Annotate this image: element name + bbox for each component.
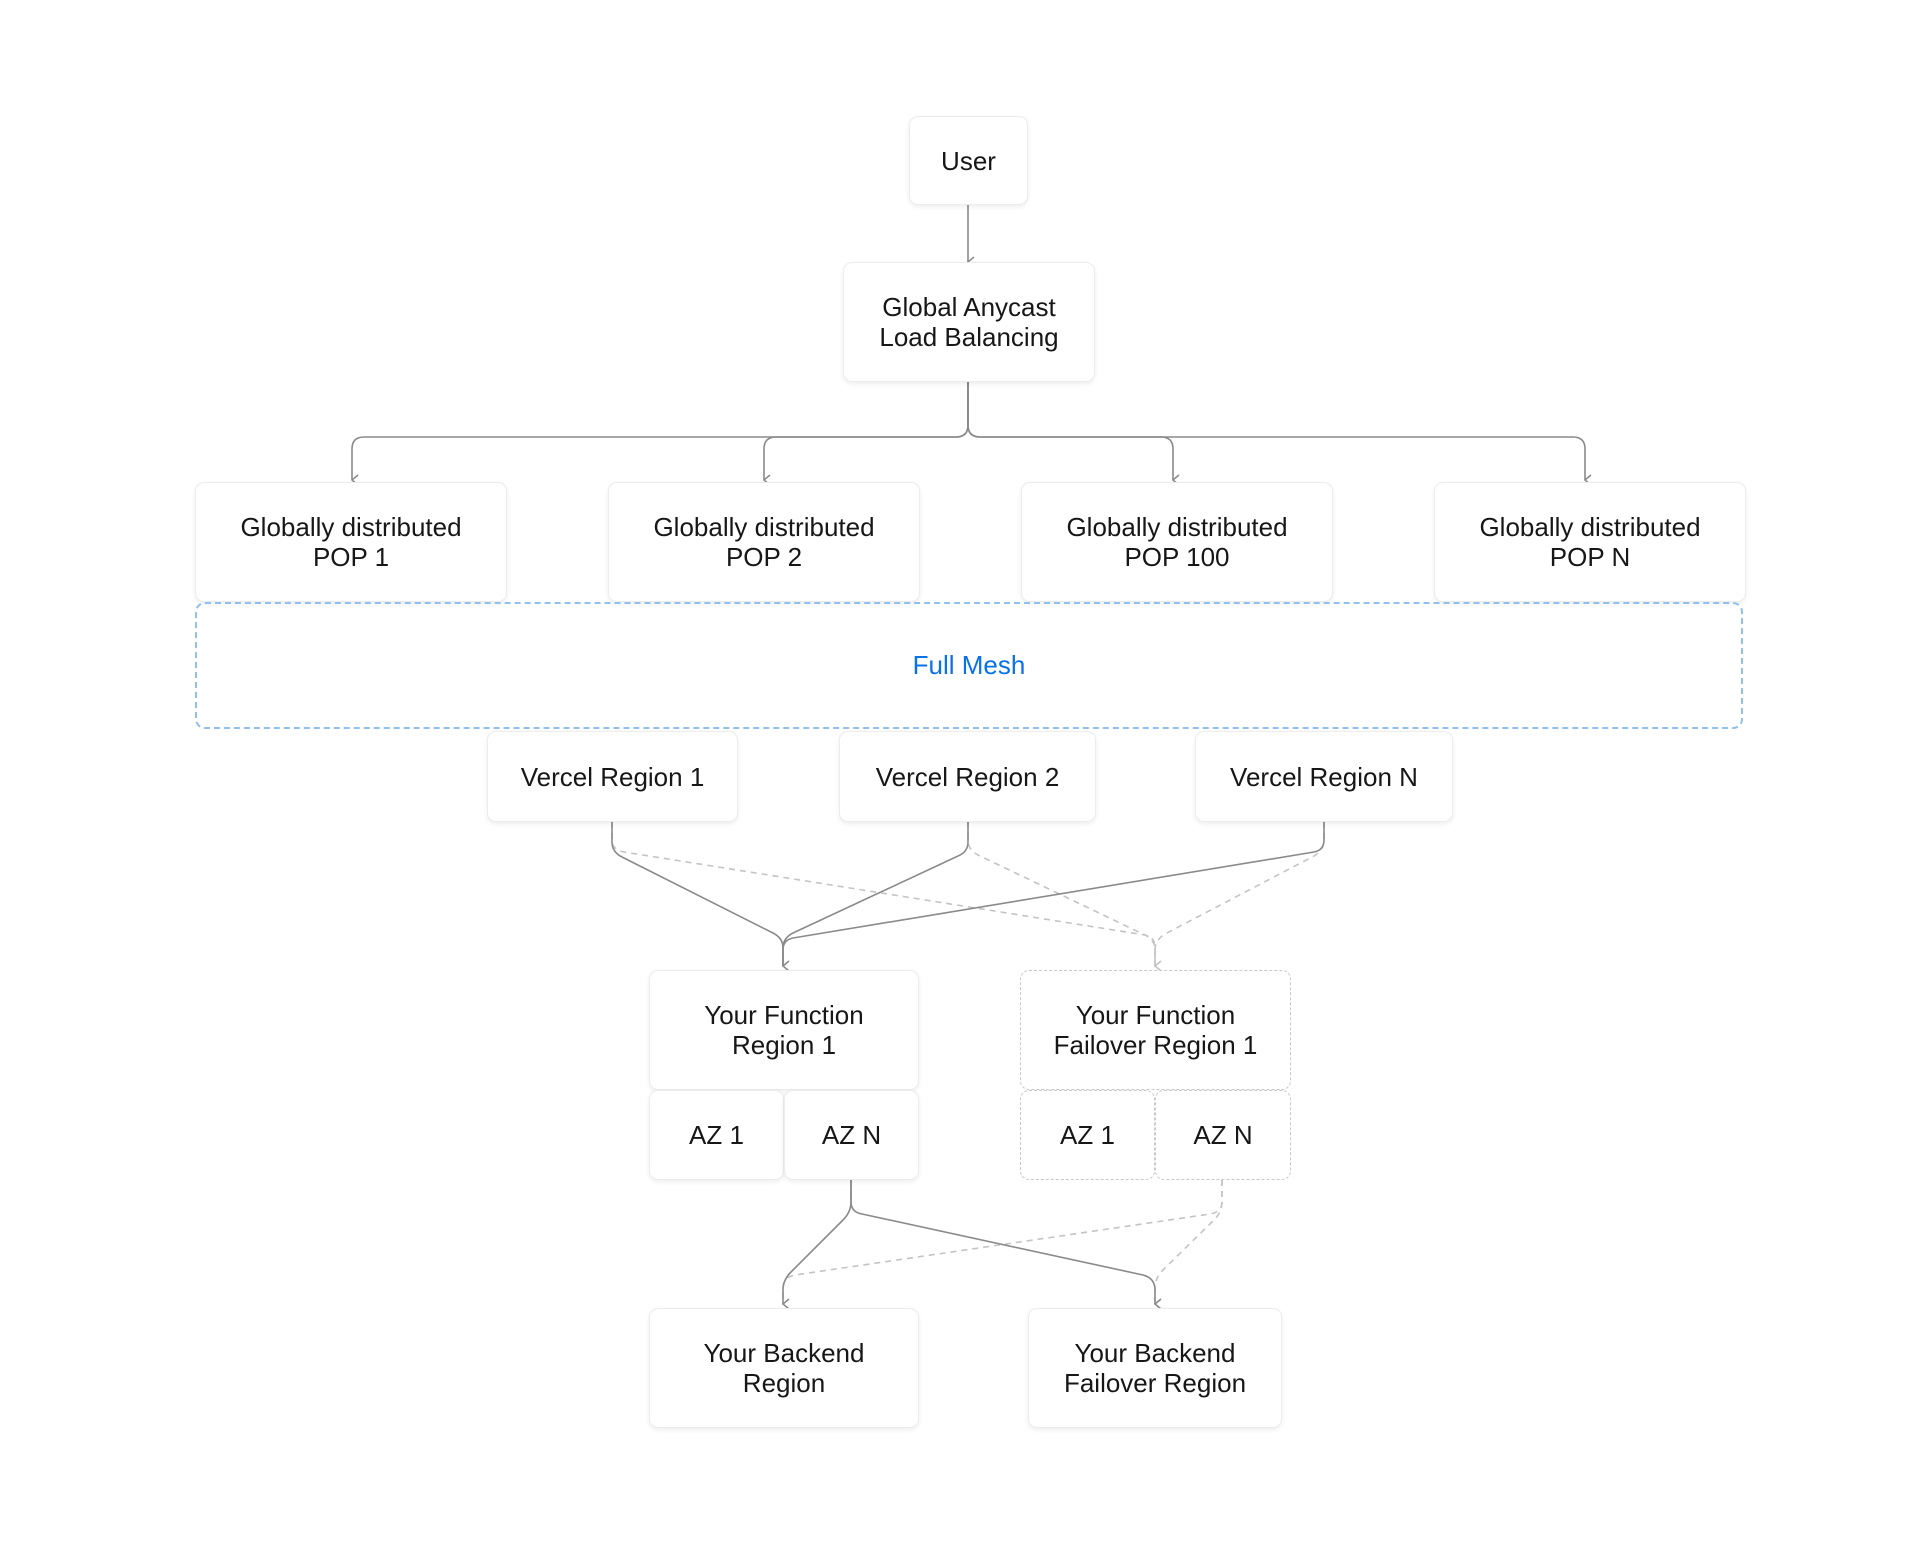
pop-node-100: Globally distributed POP 100 xyxy=(1021,482,1333,602)
anycast-label-line2: Load Balancing xyxy=(879,322,1059,352)
function-failover-node: Your Function Failover Region 1 xyxy=(1020,970,1291,1090)
connector-region1-function xyxy=(611,822,790,972)
function-az-n: AZ N xyxy=(784,1090,919,1180)
backend-failover-node: Your Backend Failover Region xyxy=(1028,1308,1282,1428)
connector-anycast-popn xyxy=(967,382,1592,486)
failover-az-1: AZ 1 xyxy=(1020,1090,1155,1180)
connector-regionn-failover xyxy=(1154,822,1325,966)
backend-failover-label-line1: Your Backend xyxy=(1074,1338,1236,1368)
pop-2-label-line2: POP 2 xyxy=(725,542,803,572)
pop-100-label-line1: Globally distributed xyxy=(1066,512,1288,542)
vercel-region-2: Vercel Region 2 xyxy=(839,731,1096,822)
failover-az-n-label: AZ N xyxy=(1193,1120,1253,1150)
pop-n-label-line1: Globally distributed xyxy=(1479,512,1701,542)
pop-100-label-line2: POP 100 xyxy=(1124,542,1230,572)
anycast-node: Global Anycast Load Balancing xyxy=(843,262,1095,382)
failover-az-1-label: AZ 1 xyxy=(1060,1120,1115,1150)
connector-az-backend-failover xyxy=(850,1180,1162,1310)
pop-1-label-line2: POP 1 xyxy=(312,542,390,572)
failover-az-n: AZ N xyxy=(1155,1090,1291,1180)
full-mesh-label: Full Mesh xyxy=(912,650,1026,680)
backend-failover-label-line2: Failover Region xyxy=(1063,1368,1247,1398)
function-region-label-line1: Your Function xyxy=(704,1000,864,1030)
full-mesh-zone: Full Mesh xyxy=(195,602,1743,729)
function-region-node: Your Function Region 1 xyxy=(649,970,919,1090)
connector-anycast-pop2 xyxy=(762,382,969,486)
function-failover-label-line2: Failover Region 1 xyxy=(1053,1030,1258,1060)
function-region-label-line2: Region 1 xyxy=(731,1030,837,1060)
connector-anycast-pop1 xyxy=(350,382,969,486)
vercel-region-n: Vercel Region N xyxy=(1195,731,1453,822)
anycast-label-line1: Global Anycast xyxy=(882,292,1056,322)
backend-region-node: Your Backend Region xyxy=(649,1308,919,1428)
vercel-region-n-label: Vercel Region N xyxy=(1230,761,1418,792)
pop-node-2: Globally distributed POP 2 xyxy=(608,482,920,602)
user-label: User xyxy=(941,145,996,176)
function-az-1: AZ 1 xyxy=(649,1090,784,1180)
pop-node-n: Globally distributed POP N xyxy=(1434,482,1746,602)
connector-azfail-backend xyxy=(782,1180,1223,1304)
pop-2-label-line1: Globally distributed xyxy=(653,512,875,542)
connector-regionn-function xyxy=(782,822,1325,966)
connector-anycast-pop100 xyxy=(967,382,1180,486)
connector-region2-function xyxy=(782,822,969,966)
pop-n-label-line2: POP N xyxy=(1549,542,1631,572)
connector-azfail-backend-failover xyxy=(1153,1180,1223,1310)
function-failover-label-line1: Your Function xyxy=(1075,1000,1236,1030)
backend-region-label-line2: Region xyxy=(742,1368,826,1398)
connector-region1-failover xyxy=(611,822,1162,972)
function-az-n-label: AZ N xyxy=(821,1120,882,1150)
vercel-region-1-label: Vercel Region 1 xyxy=(520,761,705,792)
pop-1-label-line1: Globally distributed xyxy=(240,512,462,542)
backend-region-label-line1: Your Backend xyxy=(703,1338,865,1368)
function-az-1-label: AZ 1 xyxy=(689,1120,744,1150)
vercel-region-2-label: Vercel Region 2 xyxy=(875,761,1060,792)
connector-az-backend xyxy=(781,1180,852,1310)
vercel-region-1: Vercel Region 1 xyxy=(487,731,738,822)
pop-node-1: Globally distributed POP 1 xyxy=(195,482,507,602)
user-node: User xyxy=(909,116,1028,205)
